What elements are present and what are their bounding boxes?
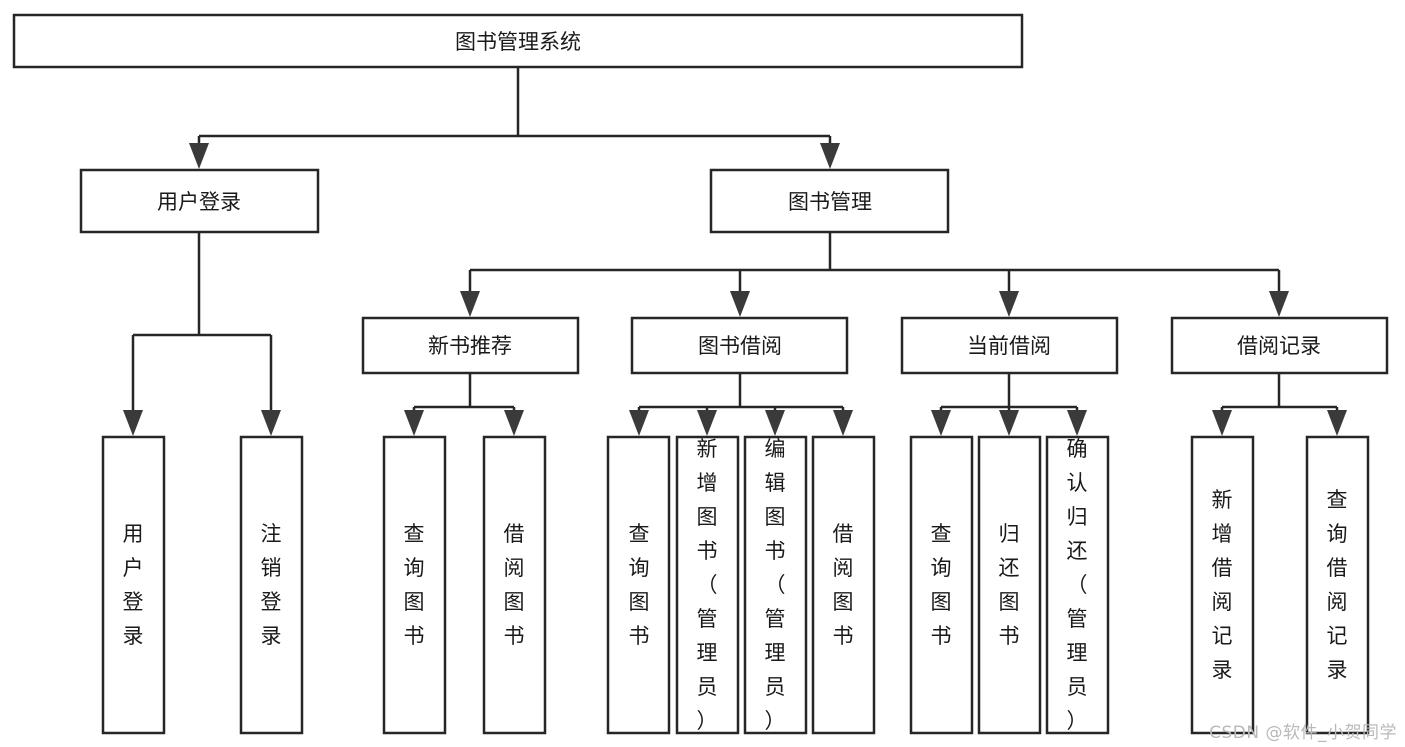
node-leaf-edit-book-label: 编辑图书（管理员）	[765, 437, 786, 733]
arrow-root-to-user-login	[189, 143, 209, 169]
node-current-borrow-box[interactable]	[900, 316, 1119, 375]
node-leaf-query-book-1-label: 查询图书	[404, 522, 425, 648]
node-leaf-add-record-label: 新增借阅记录	[1212, 488, 1233, 682]
node-leaf-query-book-1[interactable]: 查询图书	[382, 435, 447, 735]
node-leaf-user-login-box[interactable]	[101, 435, 166, 735]
node-leaf-return-book[interactable]: 归还图书	[977, 435, 1042, 735]
node-current-borrow[interactable]: 当前借阅	[900, 316, 1119, 375]
node-leaf-confirm-return-label: 确认归还（管理员）	[1067, 437, 1088, 733]
node-book-borrow-box[interactable]	[630, 316, 849, 375]
node-leaf-query-record[interactable]: 查询借阅记录	[1305, 435, 1370, 735]
node-leaf-borrow-book-2-label: 借阅图书	[833, 522, 854, 648]
node-leaf-borrow-book-1[interactable]: 借阅图书	[482, 435, 547, 735]
node-book-manage[interactable]: 图书管理	[709, 168, 950, 234]
node-leaf-borrow-book-2-box[interactable]	[811, 435, 876, 735]
node-leaf-add-book-box[interactable]	[675, 435, 740, 735]
node-leaf-edit-book-box[interactable]	[743, 435, 808, 735]
arrow-to-leaf-logout	[261, 410, 281, 436]
node-root[interactable]: 图书管理系统	[12, 13, 1024, 69]
arrow-to-leaf-user-login	[123, 410, 143, 436]
node-leaf-return-book-box[interactable]	[977, 435, 1042, 735]
node-leaf-query-book-3[interactable]: 查询图书	[909, 435, 974, 735]
node-new-book-rec-label: 新书推荐	[428, 334, 512, 358]
node-leaf-logout[interactable]: 注销登录	[239, 435, 304, 735]
node-leaf-user-login[interactable]: 用户登录	[101, 435, 166, 735]
node-leaf-query-book-2-box[interactable]	[606, 435, 671, 735]
node-borrow-record-label: 借阅记录	[1237, 334, 1321, 358]
node-leaf-add-record-box[interactable]	[1190, 435, 1255, 735]
node-user-login-box[interactable]	[79, 168, 320, 234]
node-leaf-logout-box[interactable]	[239, 435, 304, 735]
arrow-to-leaf-add-book	[697, 410, 717, 436]
node-leaf-borrow-book-1-box[interactable]	[482, 435, 547, 735]
node-user-login-label: 用户登录	[157, 190, 241, 214]
node-leaf-query-record-label: 查询借阅记录	[1327, 488, 1348, 682]
node-leaf-query-book-2-label: 查询图书	[629, 522, 650, 648]
node-leaf-query-record-box[interactable]	[1305, 435, 1370, 735]
node-root-label: 图书管理系统	[455, 30, 581, 54]
node-book-borrow[interactable]: 图书借阅	[630, 316, 849, 375]
node-leaf-user-login-label: 用户登录	[123, 522, 144, 648]
node-leaf-edit-book[interactable]: 编辑图书（管理员）	[743, 435, 808, 735]
node-leaf-return-book-label: 归还图书	[999, 522, 1020, 648]
arrow-to-leaf-confirm-return	[1067, 410, 1087, 436]
arrow-to-new-book-rec	[460, 291, 480, 317]
arrow-to-leaf-query-record	[1327, 410, 1347, 436]
arrow-to-leaf-borrow-book-2	[833, 410, 853, 436]
node-book-manage-label: 图书管理	[788, 190, 872, 214]
arrow-to-current-borrow	[999, 291, 1019, 317]
node-root-box[interactable]	[12, 13, 1024, 69]
node-leaf-query-book-3-box[interactable]	[909, 435, 974, 735]
node-leaf-add-book[interactable]: 新增图书（管理员）	[675, 435, 740, 735]
node-leaf-logout-label: 注销登录	[261, 522, 282, 648]
node-leaf-add-book-label: 新增图书（管理员）	[697, 437, 718, 733]
node-leaf-add-record[interactable]: 新增借阅记录	[1190, 435, 1255, 735]
node-leaf-query-book-3-label: 查询图书	[931, 522, 952, 648]
node-borrow-record[interactable]: 借阅记录	[1170, 316, 1389, 375]
node-book-manage-box[interactable]	[709, 168, 950, 234]
node-book-borrow-label: 图书借阅	[698, 334, 782, 358]
arrow-to-leaf-query-book-2	[629, 410, 649, 436]
node-new-book-rec-box[interactable]	[361, 316, 580, 375]
node-leaf-borrow-book-1-label: 借阅图书	[504, 522, 525, 648]
connector-layer	[123, 67, 1347, 436]
arrow-to-leaf-borrow-book-1	[504, 410, 524, 436]
node-user-login[interactable]: 用户登录	[79, 168, 320, 234]
arrow-to-borrow-record	[1269, 291, 1289, 317]
arrow-to-book-borrow	[730, 291, 750, 317]
node-leaf-query-book-1-box[interactable]	[382, 435, 447, 735]
node-leaf-confirm-return-box[interactable]	[1045, 435, 1110, 735]
node-leaf-query-book-2[interactable]: 查询图书	[606, 435, 671, 735]
node-current-borrow-label: 当前借阅	[967, 334, 1051, 358]
node-leaf-borrow-book-2[interactable]: 借阅图书	[811, 435, 876, 735]
node-borrow-record-box[interactable]	[1170, 316, 1389, 375]
arrow-to-leaf-edit-book	[765, 410, 785, 436]
arrow-to-leaf-add-record	[1212, 410, 1232, 436]
arrow-to-leaf-query-book-1	[404, 410, 424, 436]
node-new-book-rec[interactable]: 新书推荐	[361, 316, 580, 375]
arrow-to-leaf-query-book-3	[931, 410, 951, 436]
arrow-to-leaf-return-book	[999, 410, 1019, 436]
arrow-root-to-book-manage	[820, 143, 840, 169]
node-leaf-confirm-return[interactable]: 确认归还（管理员）	[1045, 435, 1110, 735]
